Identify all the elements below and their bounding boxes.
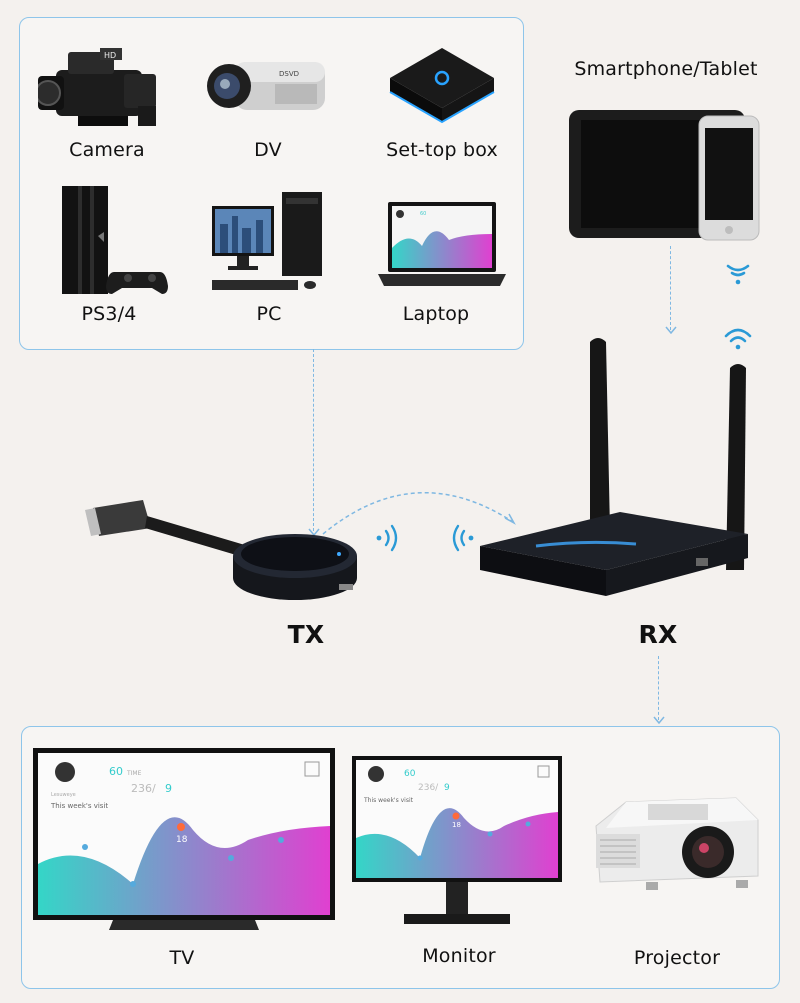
playstation-image (58, 184, 178, 300)
svg-text:236/: 236/ (131, 782, 156, 795)
svg-text:9: 9 (444, 783, 450, 793)
phone-to-rx-connector (670, 246, 671, 330)
set-top-box-label: Set-top box (386, 139, 498, 161)
monitor-label: Monitor (422, 945, 496, 967)
signal-wave-icon (376, 524, 398, 552)
sources-to-tx-connector (313, 349, 314, 531)
rx-to-outputs-connector (658, 656, 659, 720)
arrow-down-icon (665, 326, 677, 334)
svg-text:DSVD: DSVD (279, 70, 299, 78)
tv-label: TV (169, 947, 195, 969)
svg-text:TIME: TIME (126, 770, 142, 777)
pc-label: PC (256, 303, 282, 325)
monitor-image: 60 236/ 9 This week's visit 18 (352, 756, 562, 928)
dv-label: DV (254, 139, 282, 161)
svg-text:60: 60 (404, 769, 416, 779)
laptop-label: Laptop (402, 303, 470, 325)
svg-text:60: 60 (420, 211, 426, 217)
camera-image: HD (38, 46, 166, 132)
svg-text:60: 60 (109, 765, 123, 778)
tv-image: 60 TIME 236/ 9 Lesuweye This week's visi… (33, 748, 335, 938)
signal-wave-icon (452, 524, 474, 552)
svg-text:18: 18 (176, 835, 188, 845)
arrow-down-icon (653, 716, 665, 724)
projector-label: Projector (633, 947, 721, 969)
svg-text:9: 9 (165, 782, 172, 795)
svg-text:HD: HD (104, 51, 116, 60)
wifi-signal-icon (722, 324, 754, 352)
ps-label: PS3/4 (81, 303, 137, 325)
projector-image (586, 790, 766, 896)
svg-text:Lesuweye: Lesuweye (51, 792, 76, 798)
camera-label: Camera (69, 139, 145, 161)
rx-label: RX (638, 620, 678, 649)
set-top-box-image (380, 40, 504, 132)
pc-image (206, 184, 332, 296)
wifi-signal-icon (722, 262, 754, 288)
dv-camcorder-image: DSVD (205, 44, 333, 124)
tx-transmitter-image (85, 494, 385, 614)
svg-text:This week's visit: This week's visit (50, 802, 108, 810)
svg-text:236/: 236/ (418, 783, 439, 793)
rx-receiver-image (476, 334, 756, 624)
laptop-image: 60 (374, 200, 512, 296)
tx-to-rx-connector (322, 492, 516, 535)
smartphone-tablet-image (567, 104, 767, 244)
svg-text:18: 18 (452, 821, 461, 829)
arrow-down-icon (308, 528, 320, 536)
svg-text:This week's visit: This week's visit (363, 797, 414, 804)
smartphone-tablet-label: Smartphone/Tablet (574, 58, 758, 80)
tx-label: TX (287, 620, 325, 649)
